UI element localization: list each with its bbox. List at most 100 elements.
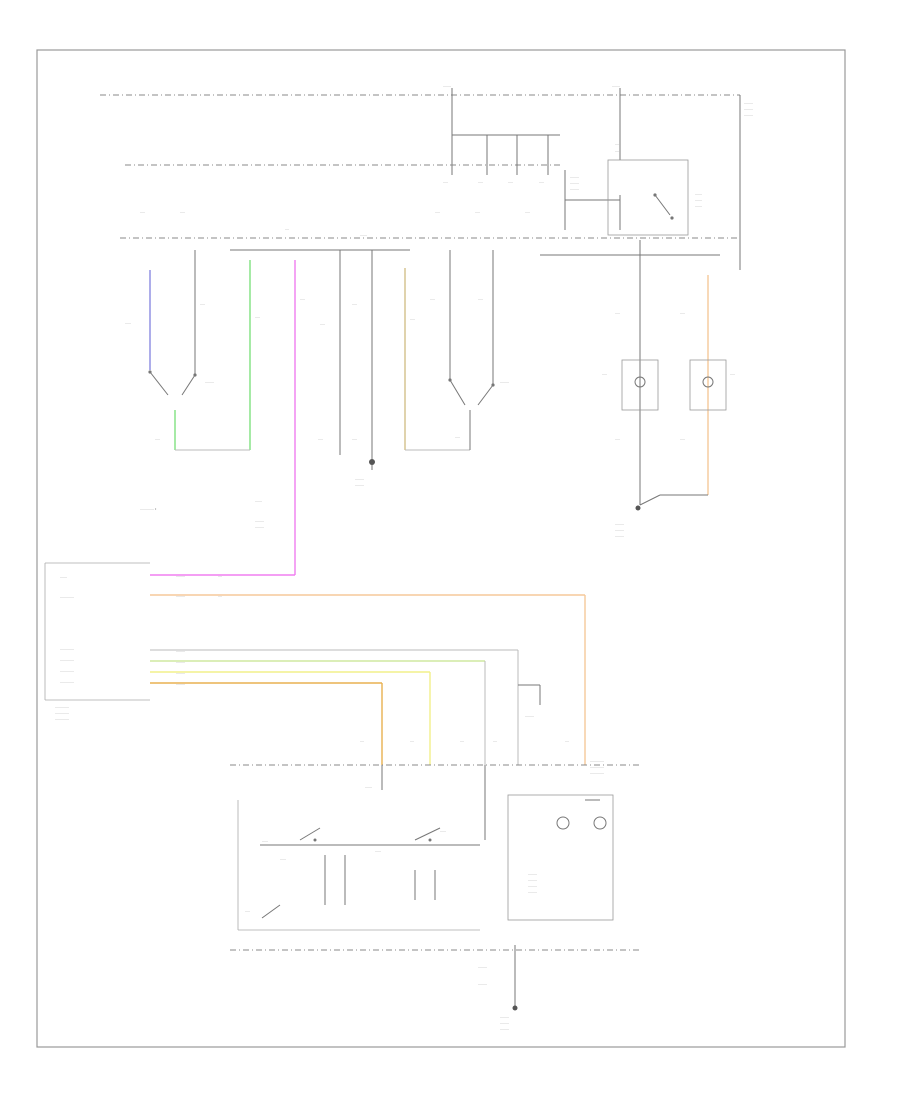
svg-text:.....: ..... bbox=[352, 437, 357, 441]
svg-text:.........: ......... bbox=[176, 574, 185, 578]
svg-text:.........: ......... bbox=[525, 714, 534, 718]
svg-text:.........: ......... bbox=[570, 181, 579, 185]
svg-text:.....: ..... bbox=[730, 372, 735, 376]
svg-text:........: ........ bbox=[612, 84, 620, 88]
motor-box bbox=[507, 794, 614, 921]
svg-text:.........: ......... bbox=[500, 1027, 509, 1031]
svg-text:....: .... bbox=[493, 739, 497, 743]
svg-text:.........: ......... bbox=[478, 982, 487, 986]
svg-text:.....: ..... bbox=[680, 311, 685, 315]
svg-text:.....: ..... bbox=[255, 315, 260, 319]
svg-text:..............: .............. bbox=[55, 705, 69, 709]
svg-text:..............: .............. bbox=[60, 658, 74, 662]
svg-text:....: .... bbox=[360, 739, 364, 743]
svg-text:.........: ......... bbox=[255, 525, 264, 529]
svg-text:.....: ..... bbox=[525, 210, 530, 214]
svg-text:.........: ......... bbox=[355, 477, 364, 481]
svg-text:.........: ......... bbox=[255, 519, 264, 523]
svg-text:.........: ......... bbox=[500, 380, 509, 384]
svg-text:..............: .............. bbox=[55, 711, 69, 715]
svg-text:.....: ..... bbox=[680, 437, 685, 441]
svg-text:.......: ....... bbox=[360, 233, 367, 237]
ground-symbol bbox=[369, 459, 375, 465]
svg-text:.......: ....... bbox=[695, 204, 702, 208]
connector-dot bbox=[512, 1005, 518, 1011]
svg-text:.........: ......... bbox=[744, 101, 753, 105]
svg-text:.............. •: .............. • bbox=[140, 507, 157, 511]
svg-text:....: .... bbox=[565, 739, 569, 743]
motor-symbol bbox=[556, 816, 607, 830]
svg-text:.....: ..... bbox=[318, 437, 323, 441]
svg-text:.....: ..... bbox=[320, 322, 325, 326]
svg-text:......: ...... bbox=[262, 839, 268, 843]
svg-text:....: .... bbox=[218, 574, 222, 578]
svg-text:......: ...... bbox=[280, 857, 286, 861]
svg-text:.....: ..... bbox=[410, 317, 415, 321]
svg-text:..............: .............. bbox=[60, 595, 74, 599]
svg-text:.....: ..... bbox=[602, 372, 607, 376]
svg-text:.......: ....... bbox=[365, 785, 372, 789]
svg-text:..............: .............. bbox=[590, 765, 604, 769]
svg-text:.........: ......... bbox=[500, 1021, 509, 1025]
svg-text:.........: ......... bbox=[176, 660, 185, 664]
svg-text:.........: ......... bbox=[528, 872, 537, 876]
svg-text:..............: .............. bbox=[60, 669, 74, 673]
svg-text:.....: ..... bbox=[443, 180, 448, 184]
svg-text:.....: ..... bbox=[508, 180, 513, 184]
svg-text:.....: ..... bbox=[478, 180, 483, 184]
svg-text:.........: ......... bbox=[176, 682, 185, 686]
svg-text:........: ........ bbox=[443, 84, 451, 88]
svg-text:....: .... bbox=[218, 594, 222, 598]
lamp-right-box bbox=[689, 359, 727, 411]
relay-box bbox=[607, 159, 689, 236]
svg-text:....: .... bbox=[615, 149, 619, 153]
svg-text:......: ...... bbox=[375, 849, 381, 853]
svg-text:.......: ....... bbox=[695, 198, 702, 202]
svg-text:.....: ..... bbox=[245, 909, 250, 913]
svg-text:....: .... bbox=[460, 739, 464, 743]
diagram-border bbox=[36, 49, 846, 1048]
svg-text:..............: .............. bbox=[55, 717, 69, 721]
svg-text:.....: ..... bbox=[475, 210, 480, 214]
svg-text:....: .... bbox=[285, 227, 289, 231]
svg-text:.........: ......... bbox=[355, 483, 364, 487]
svg-text:..............: .............. bbox=[590, 771, 604, 775]
svg-text:.........: ......... bbox=[176, 594, 185, 598]
svg-text:.....: ..... bbox=[300, 297, 305, 301]
bulb-symbol bbox=[634, 376, 714, 388]
svg-text:.........: ......... bbox=[744, 113, 753, 117]
svg-text:......: ...... bbox=[440, 829, 446, 833]
svg-text:....: .... bbox=[410, 739, 414, 743]
svg-text:.....: ..... bbox=[180, 210, 185, 214]
svg-text:.........: ......... bbox=[615, 528, 624, 532]
svg-text:.....: ..... bbox=[478, 297, 483, 301]
svg-text:.....: ..... bbox=[155, 437, 160, 441]
svg-text:.........: ......... bbox=[570, 175, 579, 179]
svg-text:.........: ......... bbox=[528, 890, 537, 894]
svg-text:.....: ..... bbox=[615, 437, 620, 441]
svg-text:.....: ..... bbox=[352, 302, 357, 306]
svg-text:.....: ..... bbox=[539, 180, 544, 184]
svg-text:.....: ..... bbox=[615, 311, 620, 315]
svg-text:.....: ..... bbox=[430, 297, 435, 301]
svg-text:.........: ......... bbox=[176, 649, 185, 653]
svg-text:.........: ......... bbox=[744, 107, 753, 111]
svg-text:..............: .............. bbox=[590, 759, 604, 763]
svg-text:.......: ....... bbox=[255, 499, 262, 503]
svg-text:....: .... bbox=[615, 142, 619, 146]
svg-text:.........: ......... bbox=[478, 965, 487, 969]
svg-text:..............: .............. bbox=[60, 680, 74, 684]
svg-text:.........: ......... bbox=[615, 534, 624, 538]
svg-text:.........: ......... bbox=[528, 884, 537, 888]
svg-text:.........: ......... bbox=[500, 1015, 509, 1019]
svg-text:.........: ......... bbox=[528, 878, 537, 882]
svg-text:.....: ..... bbox=[455, 435, 460, 439]
svg-text:.........: ......... bbox=[570, 187, 579, 191]
svg-text:..............: .............. bbox=[60, 647, 74, 651]
svg-text:.........: ......... bbox=[615, 522, 624, 526]
svg-text:.......: ....... bbox=[695, 192, 702, 196]
svg-text:.....: ..... bbox=[200, 302, 205, 306]
svg-text:.........: ......... bbox=[176, 671, 185, 675]
svg-text:......: ...... bbox=[125, 321, 131, 325]
